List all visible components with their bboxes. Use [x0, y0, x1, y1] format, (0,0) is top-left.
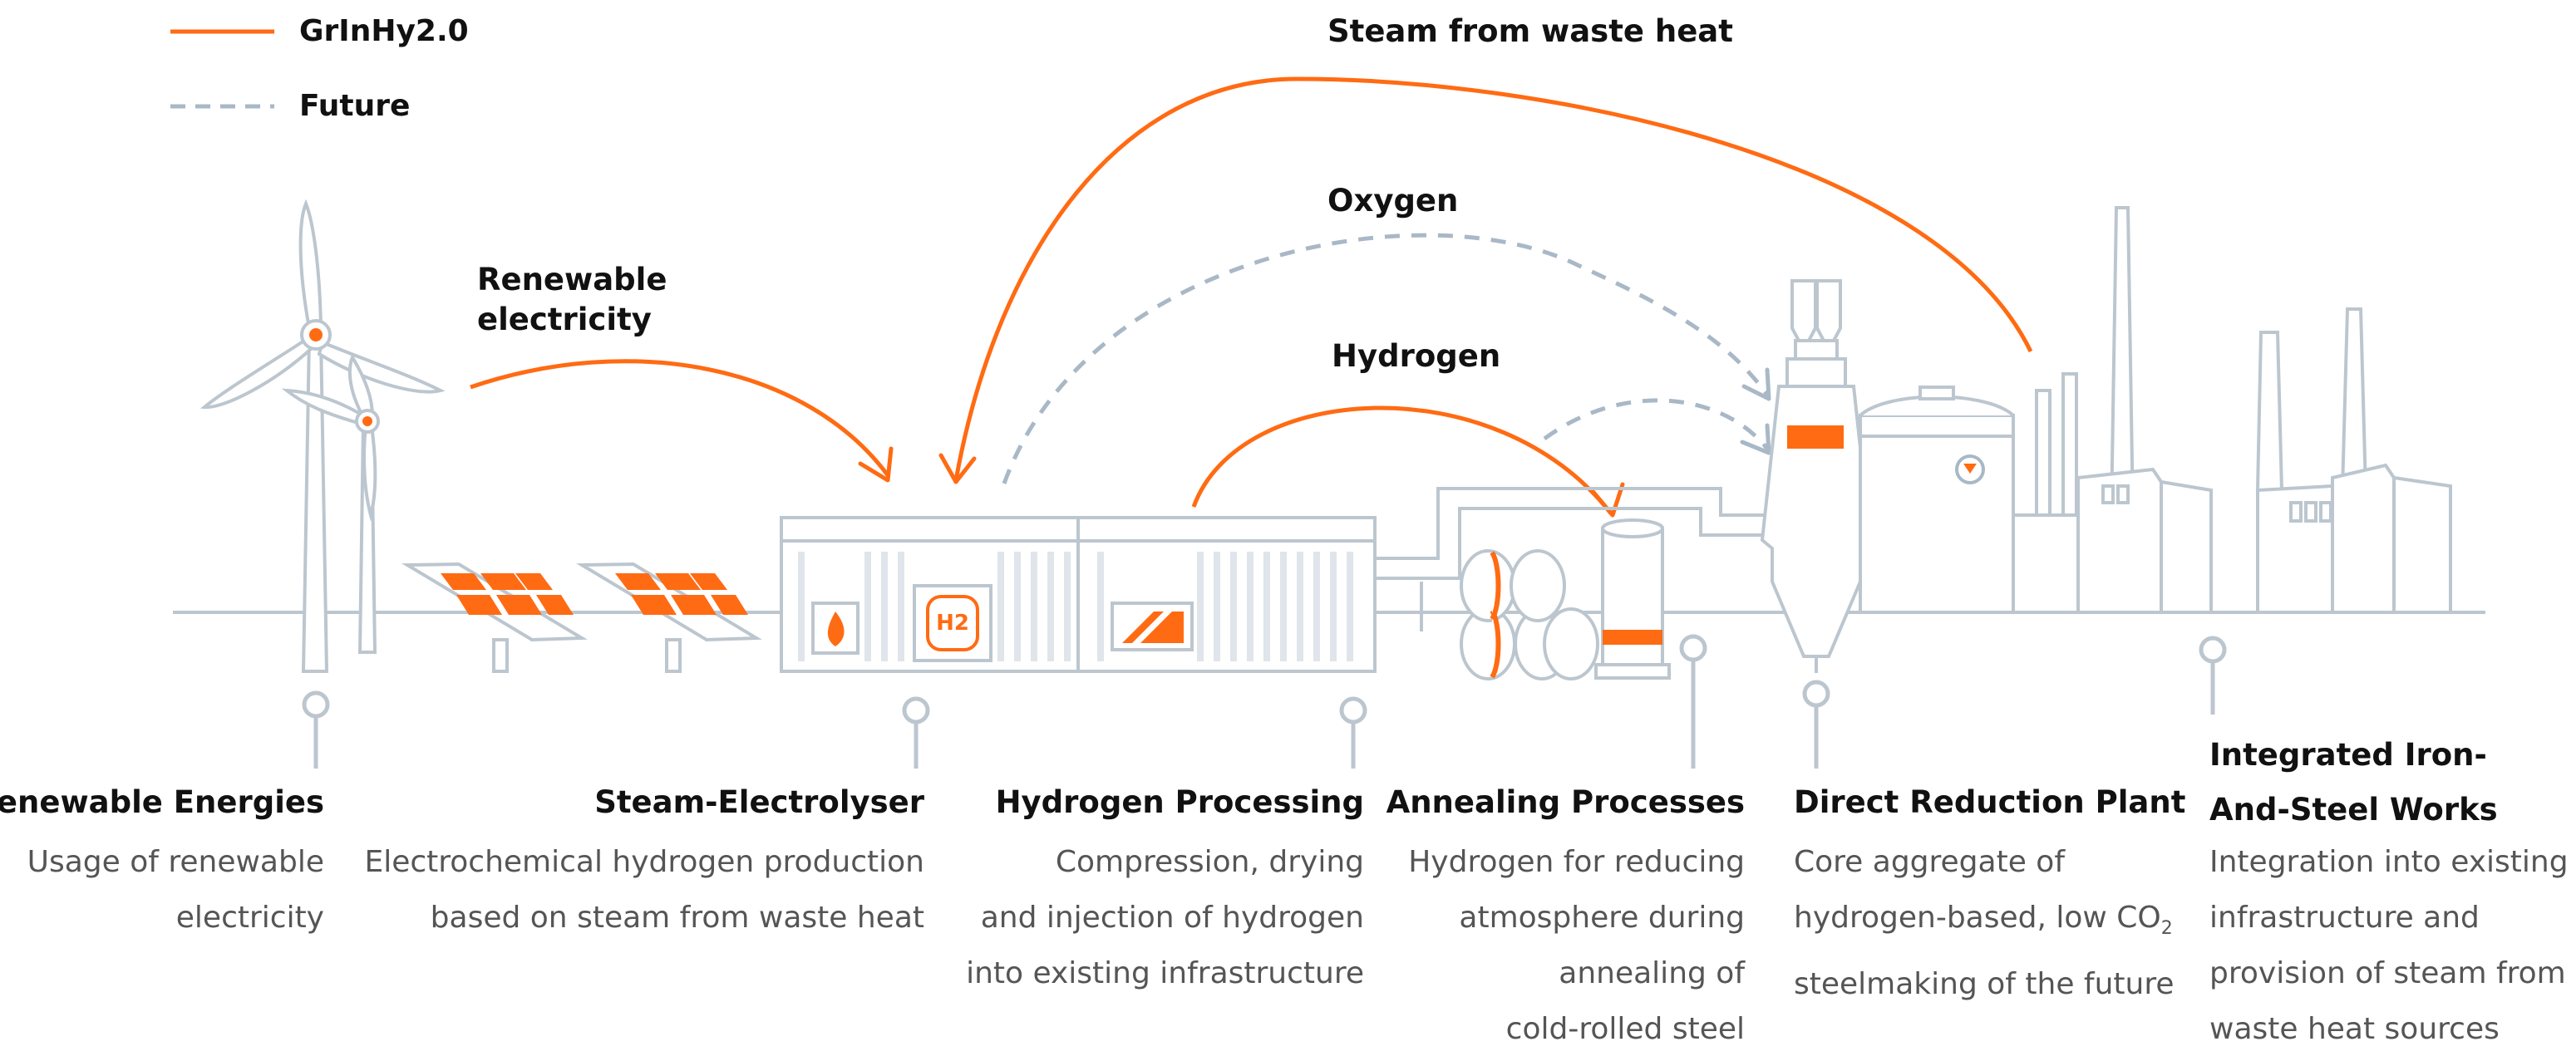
h2-symbol-icon: H2 — [913, 584, 992, 662]
station-annealing-desc: Hydrogen for reducing atmosphere during … — [1408, 834, 1745, 1057]
container-rib — [798, 552, 805, 661]
container-rib — [1347, 552, 1353, 661]
solar-panel-icon — [401, 562, 762, 673]
container-rib — [1064, 552, 1071, 661]
station-dr-plant-desc-line: steelmaking of the future — [1794, 967, 2175, 1001]
station-steelworks-desc-line: Integration into existing — [2209, 845, 2569, 879]
station-annealing-desc-line: Hydrogen for reducing — [1408, 845, 1745, 879]
pin-processing-icon — [1339, 696, 1367, 769]
station-annealing-desc-line: annealing of — [1559, 956, 1745, 990]
station-processing-desc-line: Compression, drying — [1055, 845, 1364, 879]
container-rib — [1214, 552, 1220, 661]
co2-subscript: 2 — [2160, 918, 2173, 939]
container-rib — [881, 552, 888, 661]
station-steelworks-desc: Integration into existing infrastructure… — [2209, 834, 2569, 1057]
station-steelworks-title-line-2: And-Steel Works — [2209, 792, 2498, 828]
container-rib — [1263, 552, 1270, 661]
container-rib — [1031, 552, 1037, 661]
flow-hydrogen-label: Hydrogen — [1332, 338, 1501, 374]
pin-steelworks-icon — [2199, 636, 2227, 715]
legend — [170, 29, 274, 109]
flow-steam-label: Steam from waste heat — [1327, 13, 1733, 49]
flow-renewable — [470, 359, 894, 483]
pin-dr-plant-icon — [1802, 680, 1830, 769]
flame-icon — [811, 602, 859, 655]
pipe-network — [1375, 487, 1771, 631]
station-dr-plant-desc-line: Core aggregate of — [1794, 845, 2066, 879]
station-electrolyser-desc-line: based on steam from waste heat — [430, 901, 924, 935]
station-dr-plant-desc: Core aggregate of hydrogen-based, low CO… — [1794, 834, 2175, 1012]
station-electrolyser-desc: Electrochemical hydrogen production base… — [364, 834, 924, 946]
container-rib — [1097, 552, 1104, 661]
flow-hydrogen-future — [1543, 398, 1771, 455]
station-electrolyser-desc-line: Electrochemical hydrogen production — [364, 845, 924, 879]
station-steelworks-desc-line: provision of steam from — [2209, 956, 2566, 990]
container-rib — [1247, 552, 1254, 661]
flow-renewable-line-1: Renewable — [477, 262, 667, 297]
station-annealing-desc-line: cold-rolled steel — [1505, 1012, 1745, 1046]
station-renewable-desc-line: Usage of renewable — [27, 845, 324, 879]
processing-icon — [1111, 602, 1194, 651]
wind-turbine-icon — [199, 199, 446, 673]
flow-renewable-label: Renewable electricity — [477, 260, 667, 340]
station-steelworks-title: Integrated Iron- And-Steel Works — [2209, 728, 2498, 838]
legend-current-label: GrInHy2.0 — [299, 14, 469, 48]
flow-steam — [938, 76, 2033, 484]
flow-oxygen — [1002, 233, 1771, 484]
station-electrolyser-title: Steam-Electrolyser — [594, 784, 924, 820]
flow-hydrogen — [1191, 405, 1625, 518]
station-pins — [302, 634, 2227, 769]
steel-coils-icon — [1460, 549, 1599, 680]
station-steelworks-title-line-1: Integrated Iron- — [2209, 737, 2487, 773]
container-rib — [1230, 552, 1237, 661]
station-annealing-desc-line: atmosphere during — [1459, 901, 1745, 935]
h2-symbol-text: H2 — [936, 611, 969, 636]
station-processing-desc-line: and injection of hydrogen — [980, 901, 1364, 935]
station-processing-title: Hydrogen Processing — [995, 784, 1364, 820]
container-rib — [898, 552, 904, 661]
pin-annealing-icon — [1679, 634, 1707, 769]
container-rib — [1047, 552, 1054, 661]
station-steelworks-desc-line: infrastructure and — [2209, 901, 2480, 935]
container-rib — [1197, 552, 1204, 661]
electrolyser-container: H2 — [780, 516, 1377, 673]
flow-renewable-line-2: electricity — [477, 302, 652, 337]
annealing-furnace-icon — [1594, 518, 1671, 680]
direct-reduction-tower-icon — [1760, 279, 1873, 673]
flow-oxygen-label: Oxygen — [1327, 183, 1459, 219]
steel-works-icon — [2012, 206, 2452, 614]
station-dr-plant-title: Direct Reduction Plant — [1794, 784, 2186, 820]
station-renewable-desc-line: electricity — [175, 901, 324, 935]
pin-electrolyser-icon — [902, 696, 930, 769]
container-rib — [864, 552, 871, 661]
station-dr-plant-desc-line: hydrogen-based, low CO2 — [1794, 890, 2175, 956]
container-rib — [997, 552, 1004, 661]
station-steelworks-desc-line: waste heat sources — [2209, 1012, 2500, 1046]
gas-holder-icon — [1859, 386, 2015, 614]
container-rib — [1014, 552, 1021, 661]
container-rib — [1313, 552, 1320, 661]
station-renewable-title: Renewable Energies — [0, 784, 324, 820]
station-annealing-title: Annealing Processes — [1386, 784, 1745, 820]
station-processing-desc-line: into existing infrastructure — [966, 956, 1364, 990]
container-rib — [1280, 552, 1287, 661]
legend-future-label: Future — [299, 89, 411, 123]
station-renewable-desc: Usage of renewable electricity — [27, 834, 324, 946]
container-rib — [1330, 552, 1337, 661]
container-rib — [1297, 552, 1303, 661]
pin-renewable-icon — [302, 690, 330, 769]
station-processing-desc: Compression, drying and injection of hyd… — [966, 834, 1364, 1001]
co2-text: hydrogen-based, low CO — [1794, 901, 2161, 935]
